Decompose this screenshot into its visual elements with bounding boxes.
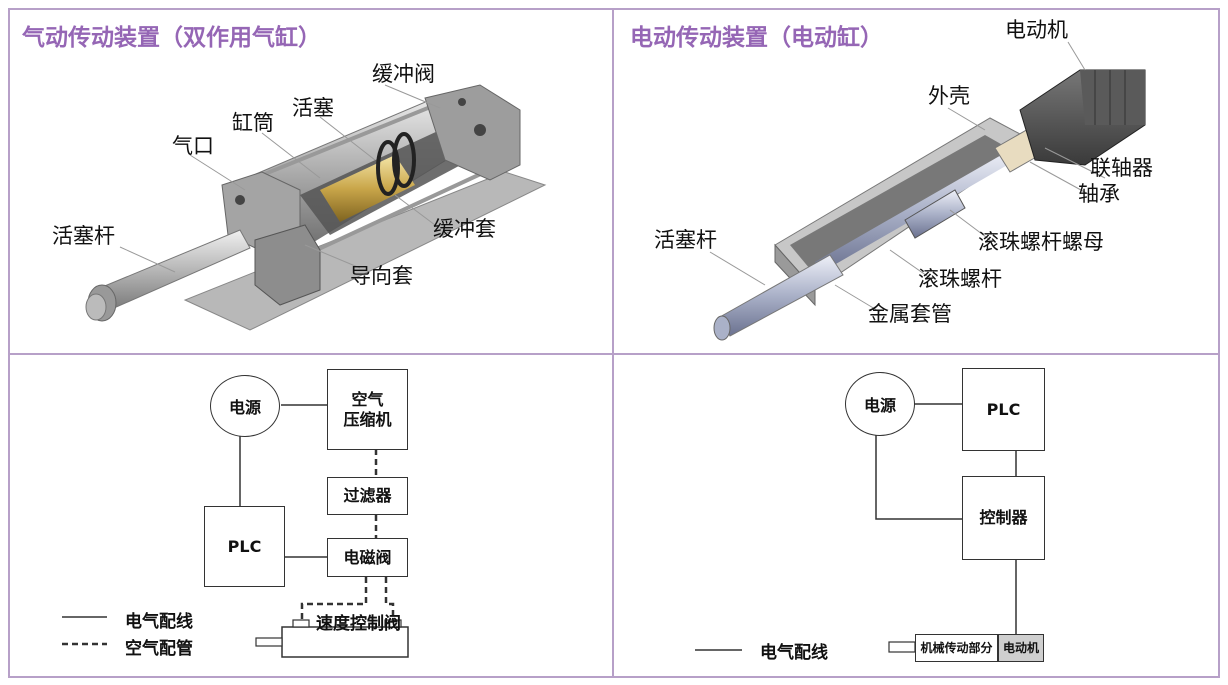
filter-node: 过滤器	[327, 477, 408, 515]
solenoid-text: 电磁阀	[343, 547, 392, 567]
compressor-text-1: 空气	[351, 389, 384, 409]
electric-title: 电动传动装置（电动缸）	[630, 25, 883, 51]
label-piston: 活塞	[292, 96, 334, 120]
solenoid-node: 电磁阀	[327, 538, 408, 577]
label-housing: 外壳	[928, 84, 970, 108]
electric-plc-node: PLC	[962, 368, 1045, 451]
label-ball-nut: 滚珠螺杆螺母	[978, 230, 1104, 254]
electric-legend-wire: 电气配线	[760, 643, 828, 663]
label-metal-tube: 金属套管	[868, 302, 952, 326]
pneumatic-legend-pipe: 空气配管	[125, 639, 193, 659]
label-bearing: 轴承	[1078, 182, 1120, 206]
electric-plc-text: PLC	[986, 399, 1021, 419]
controller-text: 控制器	[979, 508, 1028, 527]
label-barrel: 缸筒	[232, 111, 274, 135]
label-buffer-sleeve: 缓冲套	[433, 217, 496, 241]
label-piston-rod-pneumatic: 活塞杆	[52, 224, 115, 248]
pneumatic-legend-wire: 电气配线	[125, 612, 193, 632]
mech-transmission-text: 机械传动部分	[920, 640, 993, 655]
electric-motor-node: 电动机	[998, 634, 1044, 662]
electric-power-node: 电源	[845, 372, 915, 436]
label-piston-rod-electric: 活塞杆	[654, 228, 717, 252]
label-ball-screw: 滚珠螺杆	[918, 267, 1002, 291]
pneumatic-plc-node: PLC	[204, 506, 285, 587]
compressor-text-2: 压缩机	[343, 409, 392, 429]
panel-pneumatic-diagram	[8, 353, 614, 678]
pneumatic-power-node: 电源	[210, 375, 280, 437]
controller-node: 控制器	[962, 476, 1045, 560]
speed-valve-label: 速度控制阀	[316, 614, 401, 634]
label-buffer-valve: 缓冲阀	[372, 62, 435, 86]
compressor-node: 空气 压缩机	[327, 369, 408, 450]
electric-power-text: 电源	[863, 396, 896, 415]
pneumatic-title: 气动传动装置（双作用气缸）	[22, 25, 321, 51]
electric-motor-text: 电动机	[1002, 640, 1039, 655]
label-air-port: 气口	[172, 134, 214, 158]
label-guide-sleeve: 导向套	[350, 264, 413, 288]
mech-transmission-node: 机械传动部分	[915, 634, 998, 662]
filter-text: 过滤器	[343, 486, 392, 505]
pneumatic-power-text: 电源	[228, 398, 261, 417]
panel-electric-diagram	[612, 353, 1220, 678]
label-motor: 电动机	[1005, 18, 1068, 42]
label-coupling: 联轴器	[1090, 156, 1153, 180]
pneumatic-plc-text: PLC	[227, 536, 262, 556]
